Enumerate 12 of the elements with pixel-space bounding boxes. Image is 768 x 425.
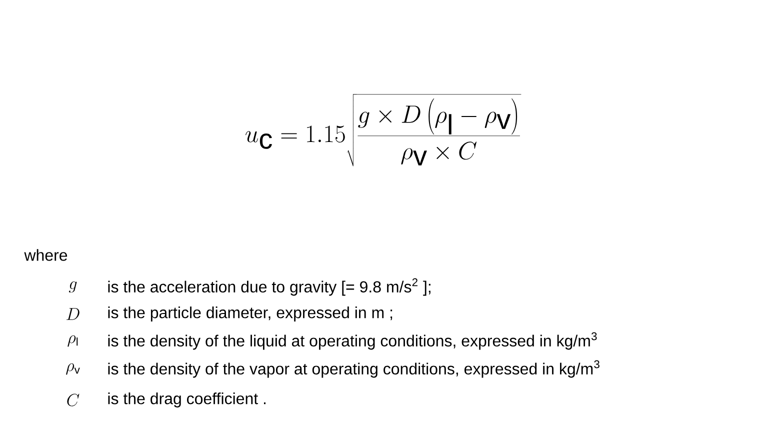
formula: $u_{\mathrm{c}} = 1.15\sqrt{\frac{g\times D\left(\rho_{\mathrm{l}}-\rho_{\mathrm{v}}\right)}{\rho_{\mathrm{v}}\times C}}$: [246, 94, 522, 166]
symbol: $\rho_{\mathrm{l}}$: [68, 335, 78, 347]
symbol: $D$: [66, 308, 80, 320]
intro-word: where: [24, 249, 68, 261]
definition-text: is the drag coefficient .: [108, 392, 266, 408]
definition-text: is the particle diameter, expressed in m ;: [108, 306, 392, 322]
symbol: $\rho_{\mathrm{v}}$: [66, 363, 80, 375]
definition-text: is the density of the liquid at operating conditions, expressed in kg/m$^{3}$: [108, 332, 597, 350]
symbol: $C$: [67, 394, 80, 406]
symbol: $g$: [68, 281, 77, 293]
definition-text: is the acceleration due to gravity [= 9.8 m/s$^{2}$ ];: [108, 278, 430, 296]
definition-text: is the density of the vapor at operating conditions, expressed in kg/m$^{3}$: [108, 360, 600, 378]
